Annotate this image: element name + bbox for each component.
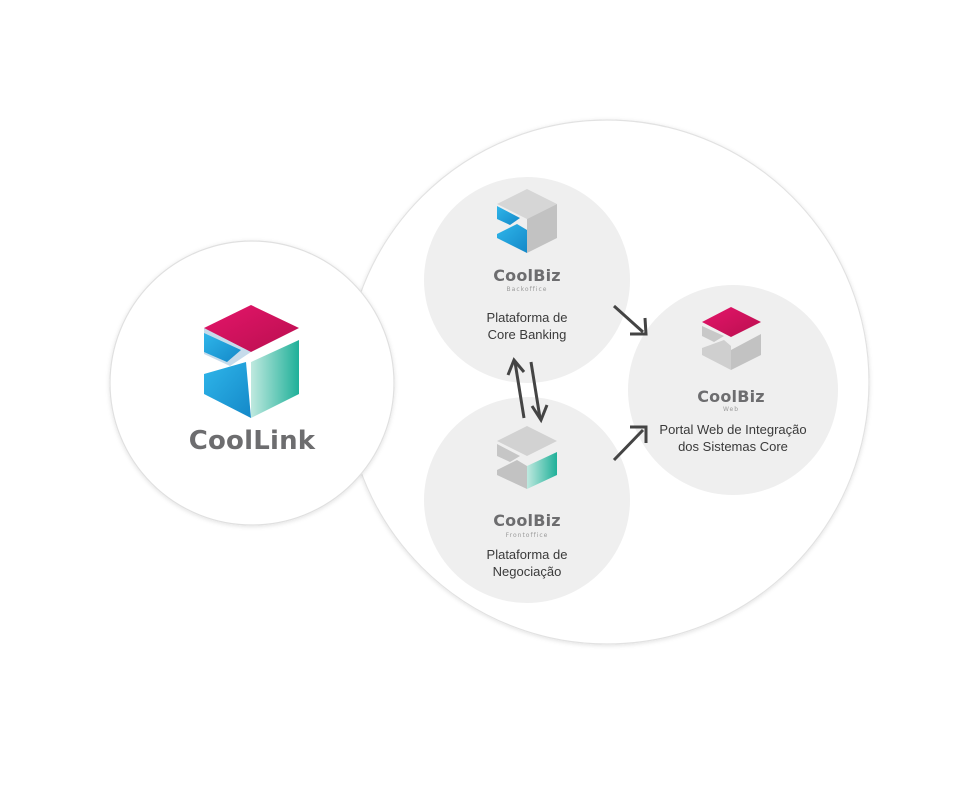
web-desc-line1: Portal Web de Integração [659, 422, 807, 437]
web-circle [628, 285, 838, 495]
frontoffice-desc-line2: Negociação [492, 564, 562, 579]
backoffice-desc-line1: Plataforma de [486, 310, 568, 325]
web-brand: CoolBiz [697, 387, 765, 406]
coollink-hexagon-icon [204, 305, 299, 418]
coolbiz-web-icon [702, 307, 761, 370]
backoffice-subtitle: Backoffice [506, 286, 548, 293]
backoffice-desc-line2: Core Banking [487, 327, 567, 342]
arrow-bidirectional-backoffice-frontoffice [506, 357, 549, 424]
coolbiz-frontoffice-icon [497, 426, 557, 489]
arrow-frontoffice-to-web [612, 425, 648, 462]
frontoffice-brand: CoolBiz [493, 511, 561, 530]
coolbiz-backoffice-icon [497, 189, 557, 253]
web-subtitle: Web [722, 406, 740, 413]
coollink-title: CoolLink [188, 426, 316, 456]
backoffice-circle [424, 177, 630, 383]
web-description: Portal Web de Integração dos Sistemas Co… [659, 421, 806, 455]
backoffice-description: Plataforma de Core Banking [487, 309, 568, 343]
frontoffice-desc-line1: Plataforma de [486, 547, 568, 562]
frontoffice-description: Plataforma de Negociação [487, 546, 568, 580]
frontoffice-subtitle: Frontoffice [505, 532, 549, 539]
backoffice-brand: CoolBiz [493, 266, 561, 285]
frontoffice-circle [424, 397, 630, 603]
arrow-backoffice-to-web [612, 304, 648, 336]
web-desc-line2: dos Sistemas Core [678, 439, 788, 454]
